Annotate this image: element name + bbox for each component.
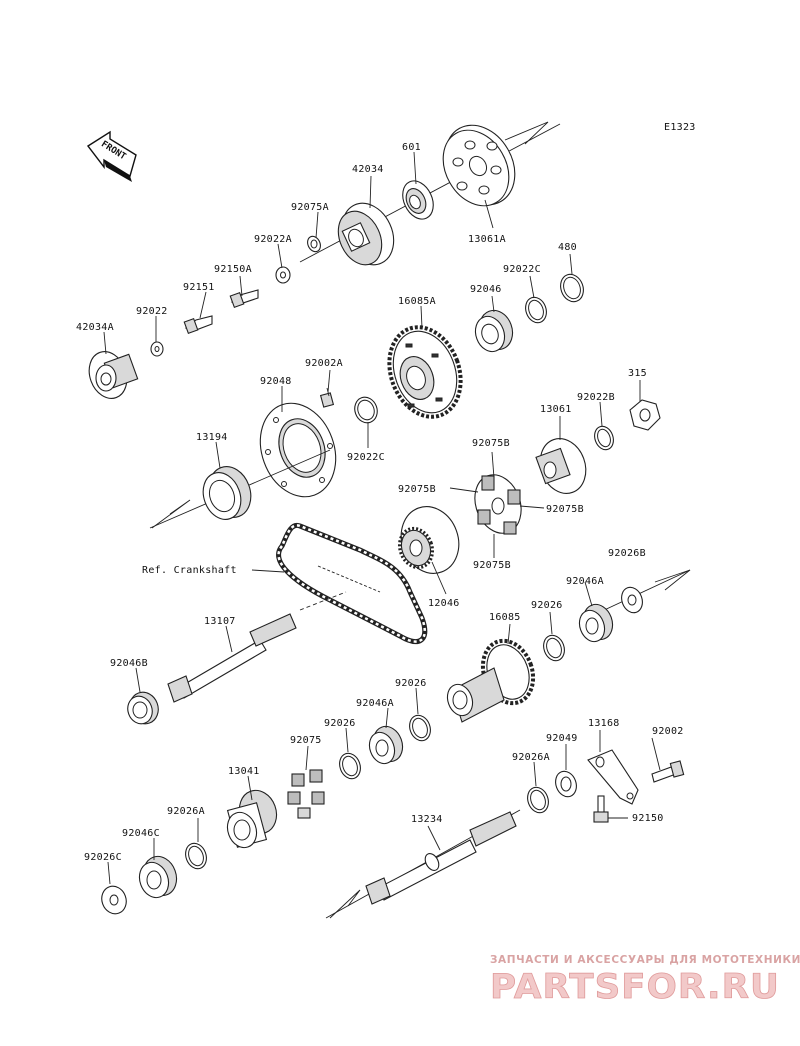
watermark-tagline: ЗАПЧАСТИ И АКСЕССУАРЫ ДЛЯ МОТОТЕХНИКИ [490, 954, 800, 966]
label-601: 601 [402, 142, 421, 153]
part-92026A-lower-left [185, 842, 207, 870]
part-92026-1 [543, 634, 565, 662]
part-92046 [474, 309, 514, 353]
front-arrow-icon: FRONT [86, 130, 137, 182]
part-92002A [319, 387, 335, 408]
part-13168 [587, 749, 639, 805]
part-92075A [307, 235, 321, 253]
label-42034: 42034 [352, 164, 384, 175]
label-13107: 13107 [204, 616, 236, 627]
label-315: 315 [628, 368, 647, 379]
label-12046: 12046 [428, 598, 460, 609]
label-92151: 92151 [183, 282, 215, 293]
part-92046B [127, 691, 159, 725]
part-92022B [594, 425, 614, 451]
label-92022: 92022 [136, 306, 168, 317]
label-92026A-1: 92026A [512, 752, 550, 763]
label-92075: 92075 [290, 735, 322, 746]
label-13168: 13168 [588, 718, 620, 729]
part-92022C-top [525, 296, 547, 324]
part-13234 [365, 811, 517, 905]
label-92048: 92048 [260, 376, 292, 387]
part-92151 [183, 315, 213, 335]
part-601 [402, 180, 434, 220]
label-480: 480 [558, 242, 577, 253]
label-92075B-2: 92075B [398, 484, 436, 495]
label-13041: 13041 [228, 766, 260, 777]
part-92022 [150, 341, 164, 357]
label-ref-crankshaft: Ref. Crankshaft [142, 565, 237, 576]
part-13107 [167, 613, 297, 703]
label-92002A: 92002A [305, 358, 343, 369]
diagram-code: E1323 [664, 122, 696, 133]
label-92150: 92150 [632, 813, 664, 824]
part-92002 [651, 760, 685, 783]
part-92049 [555, 770, 577, 798]
part-42034 [337, 202, 395, 266]
part-12046 [397, 506, 460, 574]
part-92046A-top [578, 603, 614, 643]
label-13061: 13061 [540, 404, 572, 415]
part-315 [629, 399, 661, 431]
part-13061A [442, 124, 516, 207]
watermark-logo: PARTSFOR.RU [490, 967, 780, 1007]
part-13041 [226, 789, 278, 849]
part-480 [560, 273, 584, 303]
label-92026B: 92026B [608, 548, 646, 559]
label-16085A: 16085A [398, 296, 436, 307]
label-92075A: 92075A [291, 202, 329, 213]
label-92026-1: 92026 [531, 600, 563, 611]
part-92026-3 [339, 752, 361, 780]
label-92022C-mid: 92022C [347, 452, 385, 463]
label-92150A: 92150A [214, 264, 252, 275]
label-92075B-3: 92075B [546, 504, 584, 515]
label-42034A: 42034A [76, 322, 114, 333]
part-92075B-cross [474, 474, 522, 535]
label-92026A-2: 92026A [167, 806, 205, 817]
part-92150A [229, 289, 259, 309]
part-92048 [259, 402, 337, 498]
part-92026A-lower-right [527, 786, 549, 814]
part-92026-2 [409, 714, 431, 742]
label-92026-2: 92026 [395, 678, 427, 689]
label-92046B: 92046B [110, 658, 148, 669]
label-92046A-2: 92046A [356, 698, 394, 709]
label-92002: 92002 [652, 726, 684, 737]
label-92022C-top: 92022C [503, 264, 541, 275]
label-92075B-1: 92075B [472, 438, 510, 449]
label-92026C: 92026C [84, 852, 122, 863]
part-92022A [275, 266, 291, 284]
label-16085: 16085 [489, 612, 521, 623]
part-16085 [446, 638, 536, 723]
part-42034A [88, 351, 139, 399]
leader-lines [103, 151, 661, 885]
label-92022B: 92022B [577, 392, 615, 403]
part-16085A [387, 325, 463, 419]
part-92046C [138, 855, 178, 899]
part-13194 [202, 466, 252, 520]
part-92026B [621, 586, 643, 614]
part-92046A-lower [368, 725, 404, 765]
label-92049: 92049 [546, 733, 578, 744]
label-92075B-4: 92075B [473, 560, 511, 571]
label-13061A: 13061A [468, 234, 506, 245]
part-13061 [535, 438, 587, 494]
part-92026C [101, 885, 127, 915]
part-92075 [287, 769, 325, 819]
part-92022C-mid [354, 396, 378, 424]
part-chain [276, 522, 428, 644]
label-92046A-1: 92046A [566, 576, 604, 587]
label-13194: 13194 [196, 432, 228, 443]
part-92150 [593, 795, 609, 823]
label-92046: 92046 [470, 284, 502, 295]
label-92026-3: 92026 [324, 718, 356, 729]
label-92022A: 92022A [254, 234, 292, 245]
label-92046C: 92046C [122, 828, 160, 839]
label-13234: 13234 [411, 814, 443, 825]
